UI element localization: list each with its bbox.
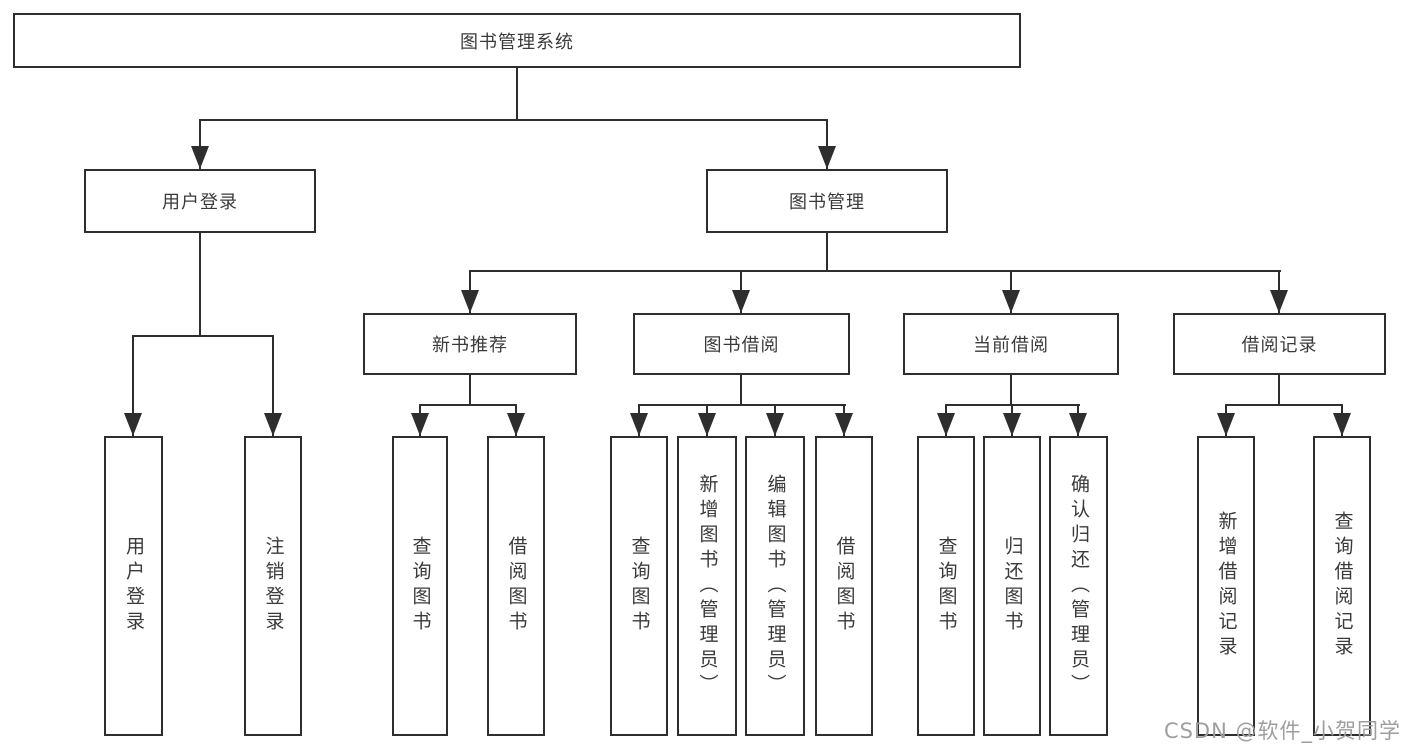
- arrowhead-down-icon: [1333, 413, 1351, 436]
- node-book-borrow-label: 图书借阅: [703, 335, 780, 356]
- arrowhead-down-icon: [698, 413, 716, 436]
- leaf-return-book: 归还图书: [983, 436, 1041, 736]
- connector-line: [199, 233, 201, 337]
- leaf-confirm-return-admin: 确认归还（管理员）: [1049, 436, 1108, 736]
- leaf-borrow-books-borrow: 借阅图书: [815, 436, 873, 736]
- node-book-management: 图书管理: [706, 169, 948, 233]
- arrowhead-down-icon: [937, 413, 955, 436]
- arrowhead-down-icon: [124, 413, 142, 436]
- node-book-management-label: 图书管理: [789, 192, 865, 213]
- arrowhead-down-icon: [835, 413, 853, 436]
- arrowhead-down-icon: [766, 413, 784, 436]
- node-root-label: 图书管理系统: [460, 31, 574, 53]
- connector-line: [199, 119, 828, 121]
- node-new-book-recommend-label: 新书推荐: [432, 335, 508, 356]
- leaf-return-book-label: 归还图书: [1001, 536, 1024, 636]
- leaf-query-books-borrow-label: 查询图书: [628, 536, 651, 636]
- leaf-query-borrow-record-label: 查询借阅记录: [1331, 511, 1354, 661]
- csdn-watermark: CSDN @软件_小贺同学: [1163, 719, 1401, 743]
- connector-line: [199, 119, 201, 169]
- leaf-add-borrow-record: 新增借阅记录: [1197, 436, 1255, 736]
- arrowhead-down-icon: [1069, 413, 1087, 436]
- leaf-add-book-admin-label: 新增图书（管理员）: [696, 473, 719, 699]
- arrowhead-down-icon: [191, 146, 209, 169]
- arrowhead-down-icon: [264, 413, 282, 436]
- arrowhead-down-icon: [1002, 290, 1020, 313]
- node-user-login: 用户登录: [84, 169, 316, 233]
- leaf-logout-label: 注销登录: [262, 536, 285, 636]
- leaf-query-books-newbook-label: 查询图书: [409, 536, 432, 636]
- leaf-query-books-current: 查询图书: [917, 436, 975, 736]
- leaf-query-borrow-record: 查询借阅记录: [1313, 436, 1371, 736]
- arrowhead-down-icon: [411, 413, 429, 436]
- arrowhead-down-icon: [818, 146, 836, 169]
- leaf-user-login-label: 用户登录: [123, 536, 145, 636]
- leaf-user-login: 用户登录: [104, 436, 163, 736]
- node-borrow-records-label: 借阅记录: [1241, 335, 1318, 356]
- connector-line: [638, 404, 846, 406]
- connector-line: [1225, 404, 1343, 406]
- connector-line: [740, 375, 742, 406]
- node-root-library-system: 图书管理系统: [13, 13, 1021, 68]
- leaf-borrow-books-newbook-label: 借阅图书: [505, 536, 528, 636]
- arrowhead-down-icon: [507, 413, 525, 436]
- connector-line: [516, 68, 518, 121]
- arrowhead-down-icon: [1217, 413, 1235, 436]
- arrowhead-down-icon: [1270, 290, 1288, 313]
- leaf-query-books-newbook: 查询图书: [392, 436, 448, 736]
- connector-line: [1010, 375, 1012, 406]
- leaf-borrow-books-borrow-label: 借阅图书: [833, 536, 856, 636]
- arrowhead-down-icon: [1003, 413, 1021, 436]
- leaf-add-book-admin: 新增图书（管理员）: [677, 436, 737, 736]
- connector-line: [826, 119, 828, 169]
- leaf-confirm-return-admin-label: 确认归还（管理员）: [1068, 473, 1090, 699]
- leaf-query-books-current-label: 查询图书: [935, 536, 958, 636]
- arrowhead-down-icon: [732, 290, 750, 313]
- connector-line: [419, 404, 517, 406]
- leaf-edit-book-admin-label: 编辑图书（管理员）: [764, 473, 787, 699]
- node-new-book-recommend: 新书推荐: [363, 313, 577, 375]
- connector-line: [826, 233, 828, 272]
- leaf-query-books-borrow: 查询图书: [610, 436, 668, 736]
- arrowhead-down-icon: [630, 413, 648, 436]
- node-current-borrow-label: 当前借阅: [973, 335, 1049, 356]
- node-book-borrow: 图书借阅: [633, 313, 850, 375]
- connector-line: [132, 335, 274, 337]
- connector-line: [469, 270, 1281, 272]
- leaf-add-borrow-record-label: 新增借阅记录: [1215, 511, 1238, 661]
- node-current-borrow: 当前借阅: [903, 313, 1119, 375]
- connector-line: [469, 375, 471, 406]
- leaf-edit-book-admin: 编辑图书（管理员）: [745, 436, 805, 736]
- node-borrow-records: 借阅记录: [1173, 313, 1386, 375]
- connector-line: [1278, 375, 1280, 406]
- leaf-borrow-books-newbook: 借阅图书: [487, 436, 545, 736]
- leaf-logout: 注销登录: [244, 436, 302, 736]
- node-user-login-label: 用户登录: [162, 192, 238, 213]
- connector-line: [132, 335, 134, 436]
- connector-line: [272, 335, 274, 436]
- arrowhead-down-icon: [461, 290, 479, 313]
